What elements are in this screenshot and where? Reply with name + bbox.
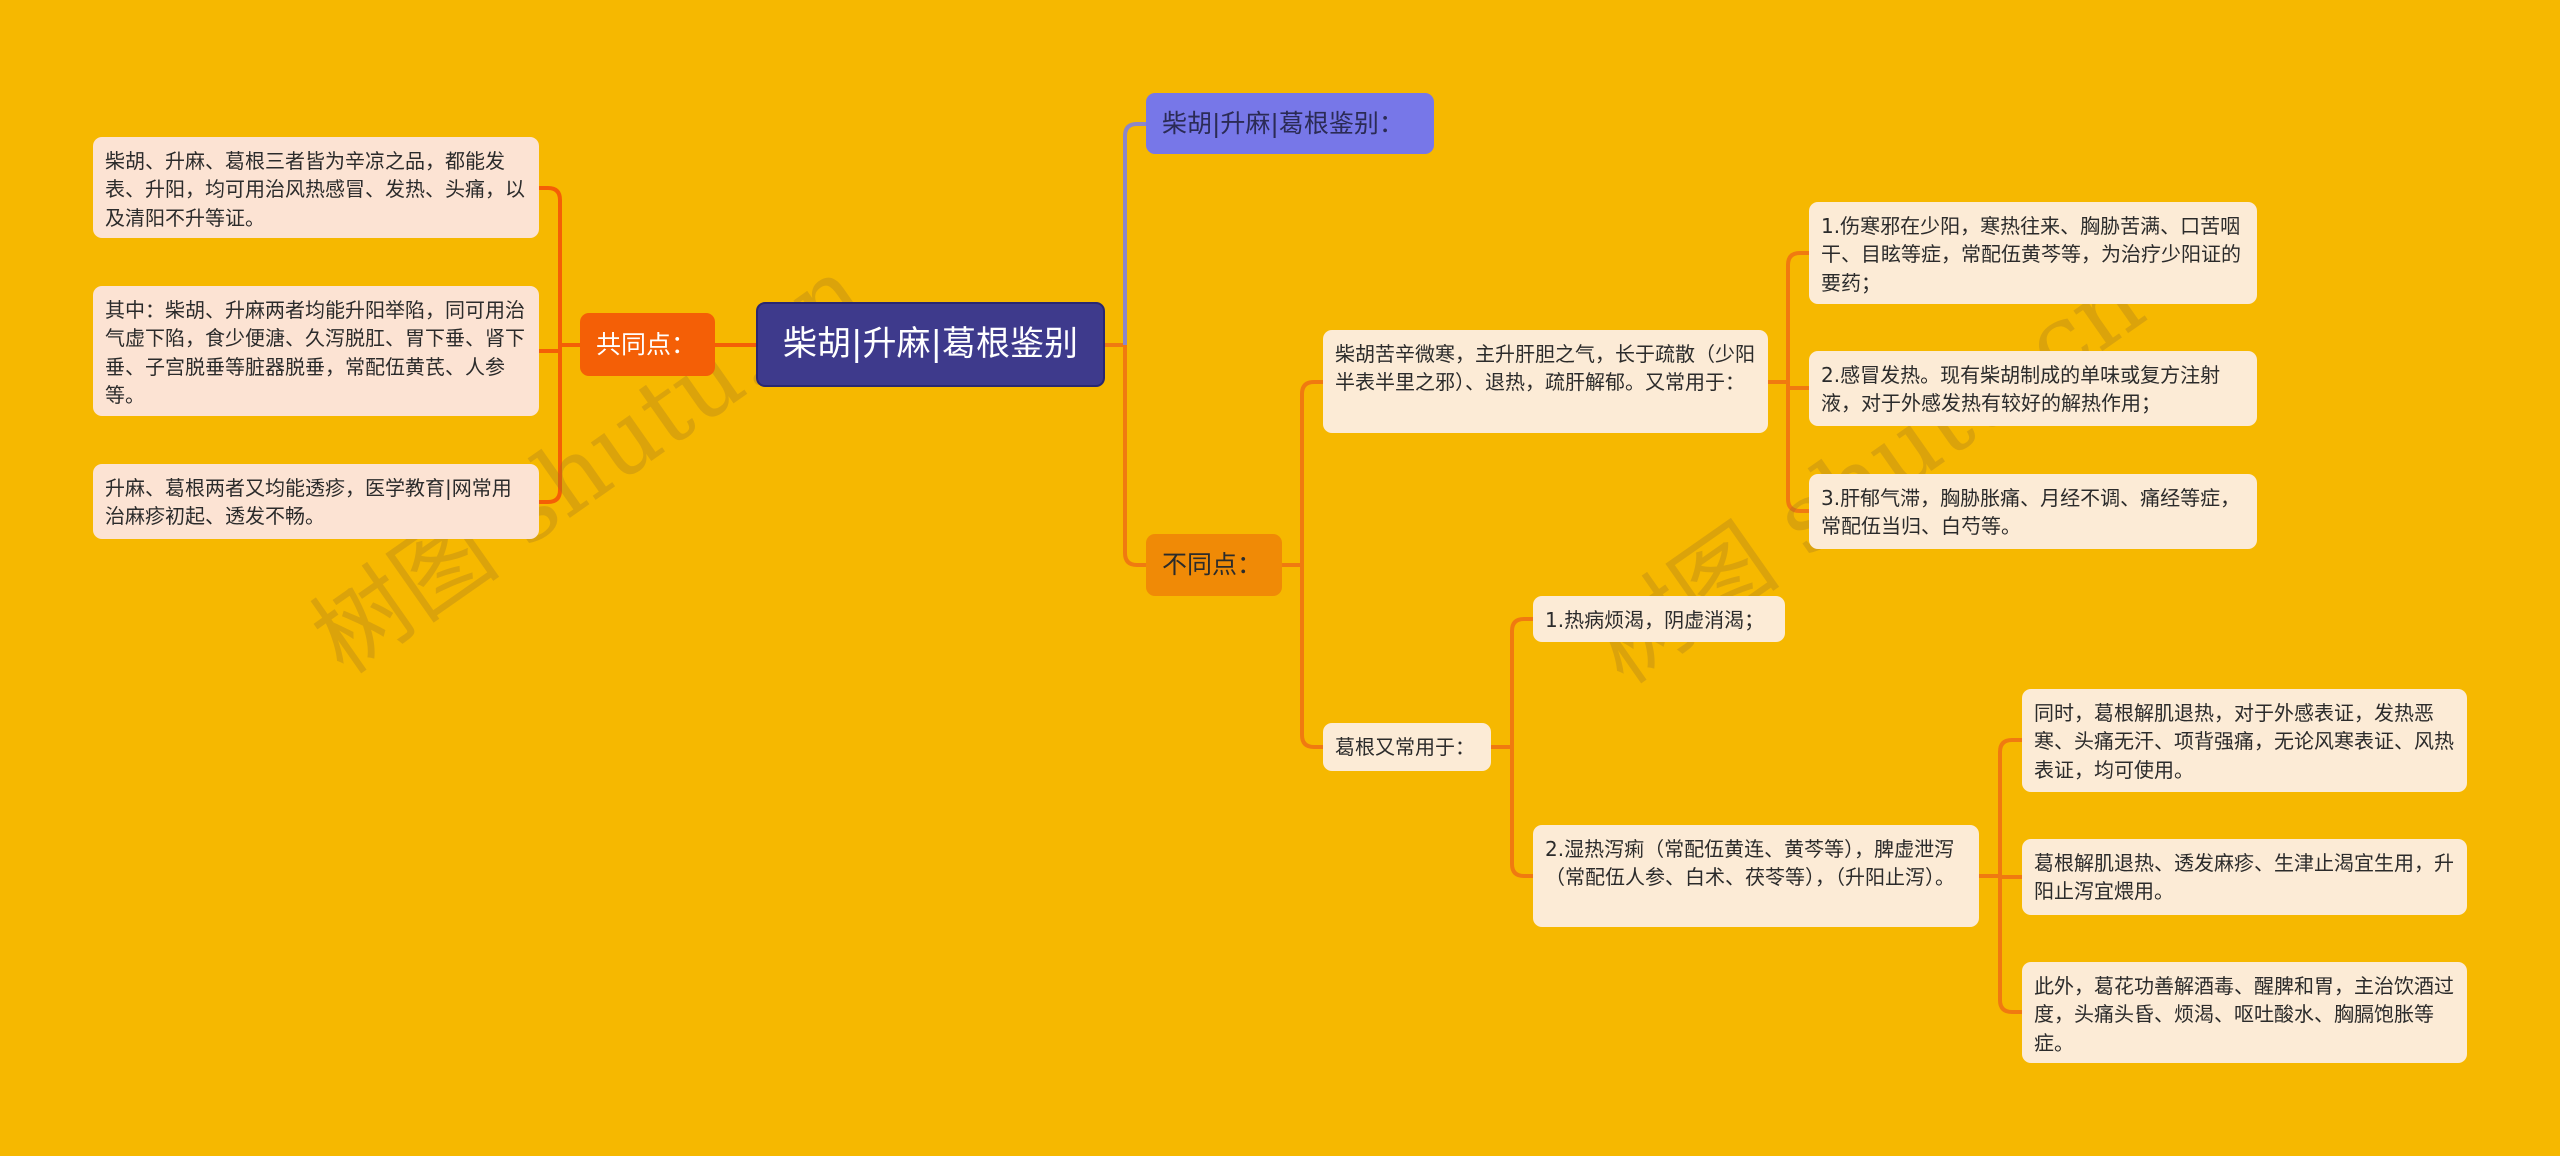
chaihu-use-text: 2.感冒发热。现有柴胡制成的单味或复方注射液，对于外感发热有较好的解热作用； — [1821, 363, 2221, 416]
common-points-branch[interactable]: 共同点： — [580, 313, 715, 376]
title-branch-label: 柴胡|升麻|葛根鉴别： — [1162, 108, 1404, 138]
root-node[interactable]: 柴胡|升麻|葛根鉴别 — [756, 302, 1105, 387]
different-points-label: 不同点： — [1162, 550, 1263, 580]
common-point-item[interactable]: 升麻、葛根两者又均能透疹，医学教育|网常用治麻疹初起、透发不畅。 — [93, 464, 539, 539]
gegen-use-text: 1.热病烦渴，阴虚消渴； — [1545, 608, 1765, 632]
common-point-item[interactable]: 柴胡、升麻、葛根三者皆为辛凉之品，都能发表、升阳，均可用治风热感冒、发热、头痛，… — [93, 137, 539, 238]
chaihu-use-text: 3.肝郁气滞，胸胁胀痛、月经不调、痛经等症，常配伍当归、白芍等。 — [1821, 486, 2241, 539]
root-label: 柴胡|升麻|葛根鉴别 — [783, 324, 1078, 365]
chaihu-use-item[interactable]: 2.感冒发热。现有柴胡制成的单味或复方注射液，对于外感发热有较好的解热作用； — [1809, 351, 2257, 426]
common-point-text: 其中：柴胡、升麻两者均能升阳举陷，同可用治气虚下陷，食少便溏、久泻脱肛、胃下垂、… — [105, 298, 525, 408]
gegen-detail-item[interactable]: 葛根解肌退热、透发麻疹、生津止渴宜生用，升阳止泻宜煨用。 — [2022, 839, 2467, 915]
chaihu-node[interactable]: 柴胡苦辛微寒，主升肝胆之气，长于疏散（少阳半表半里之邪）、退热，疏肝解郁。又常用… — [1323, 330, 1768, 433]
common-points-label: 共同点： — [596, 329, 697, 359]
gegen-use-item[interactable]: 2.湿热泻痢（常配伍黄连、黄芩等），脾虚泄泻（常配伍人参、白术、茯苓等），（升阳… — [1533, 825, 1979, 927]
chaihu-use-item[interactable]: 3.肝郁气滞，胸胁胀痛、月经不调、痛经等症，常配伍当归、白芍等。 — [1809, 474, 2257, 549]
common-point-text: 柴胡、升麻、葛根三者皆为辛凉之品，都能发表、升阳，均可用治风热感冒、发热、头痛，… — [105, 149, 525, 230]
chaihu-text: 柴胡苦辛微寒，主升肝胆之气，长于疏散（少阳半表半里之邪）、退热，疏肝解郁。又常用… — [1335, 342, 1755, 395]
gegen-use-text: 2.湿热泻痢（常配伍黄连、黄芩等），脾虚泄泻（常配伍人参、白术、茯苓等），（升阳… — [1545, 837, 1955, 890]
different-points-branch[interactable]: 不同点： — [1146, 534, 1282, 596]
gegen-node[interactable]: 葛根又常用于： — [1323, 723, 1491, 771]
common-point-item[interactable]: 其中：柴胡、升麻两者均能升阳举陷，同可用治气虚下陷，食少便溏、久泻脱肛、胃下垂、… — [93, 286, 539, 416]
chaihu-use-item[interactable]: 1.伤寒邪在少阳，寒热往来、胸胁苦满、口苦咽干、目眩等症，常配伍黄芩等，为治疗少… — [1809, 202, 2257, 304]
gegen-use-item[interactable]: 1.热病烦渴，阴虚消渴； — [1533, 596, 1785, 642]
gegen-text: 葛根又常用于： — [1335, 735, 1475, 759]
gegen-detail-text: 同时，葛根解肌退热，对于外感表证，发热恶寒、头痛无汗、项背强痛，无论风寒表证、风… — [2034, 701, 2454, 782]
gegen-detail-text: 葛根解肌退热、透发麻疹、生津止渴宜生用，升阳止泻宜煨用。 — [2034, 851, 2454, 904]
gegen-detail-item[interactable]: 此外，葛花功善解酒毒、醒脾和胃，主治饮酒过度，头痛头昏、烦渴、呕吐酸水、胸膈饱胀… — [2022, 962, 2467, 1063]
title-branch[interactable]: 柴胡|升麻|葛根鉴别： — [1146, 93, 1434, 154]
chaihu-use-text: 1.伤寒邪在少阳，寒热往来、胸胁苦满、口苦咽干、目眩等症，常配伍黄芩等，为治疗少… — [1821, 214, 2241, 295]
common-point-text: 升麻、葛根两者又均能透疹，医学教育|网常用治麻疹初起、透发不畅。 — [105, 476, 512, 529]
gegen-detail-text: 此外，葛花功善解酒毒、醒脾和胃，主治饮酒过度，头痛头昏、烦渴、呕吐酸水、胸膈饱胀… — [2034, 974, 2454, 1055]
gegen-detail-item[interactable]: 同时，葛根解肌退热，对于外感表证，发热恶寒、头痛无汗、项背强痛，无论风寒表证、风… — [2022, 689, 2467, 792]
